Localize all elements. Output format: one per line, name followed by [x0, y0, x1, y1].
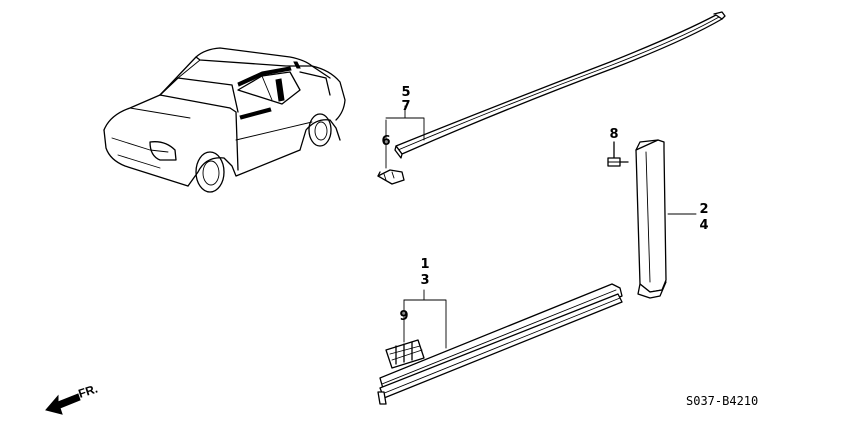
callout-7: 7 [401, 99, 410, 114]
screw [607, 141, 629, 167]
callout-2: 2 [699, 202, 708, 217]
roof-clip [377, 169, 405, 185]
front-arrow-icon [45, 393, 81, 415]
callout-4: 4 [699, 218, 708, 233]
roof-molding [394, 11, 726, 159]
pillar-garnish [635, 139, 667, 299]
front-label: FR. [77, 382, 100, 401]
door-molding [377, 283, 623, 405]
vehicle-illustration [103, 47, 346, 193]
callout-8: 8 [609, 127, 618, 142]
callout-5: 5 [401, 85, 410, 100]
callout-6: 6 [381, 134, 390, 149]
leader-lines-5-7-6 [385, 105, 425, 169]
door-clip [385, 339, 425, 369]
diagram-code: S037-B4210 [686, 394, 758, 408]
callout-3: 3 [420, 273, 429, 288]
callout-9: 9 [399, 309, 408, 324]
leader-lines-1-3-9 [403, 289, 447, 349]
callout-1: 1 [420, 257, 429, 272]
